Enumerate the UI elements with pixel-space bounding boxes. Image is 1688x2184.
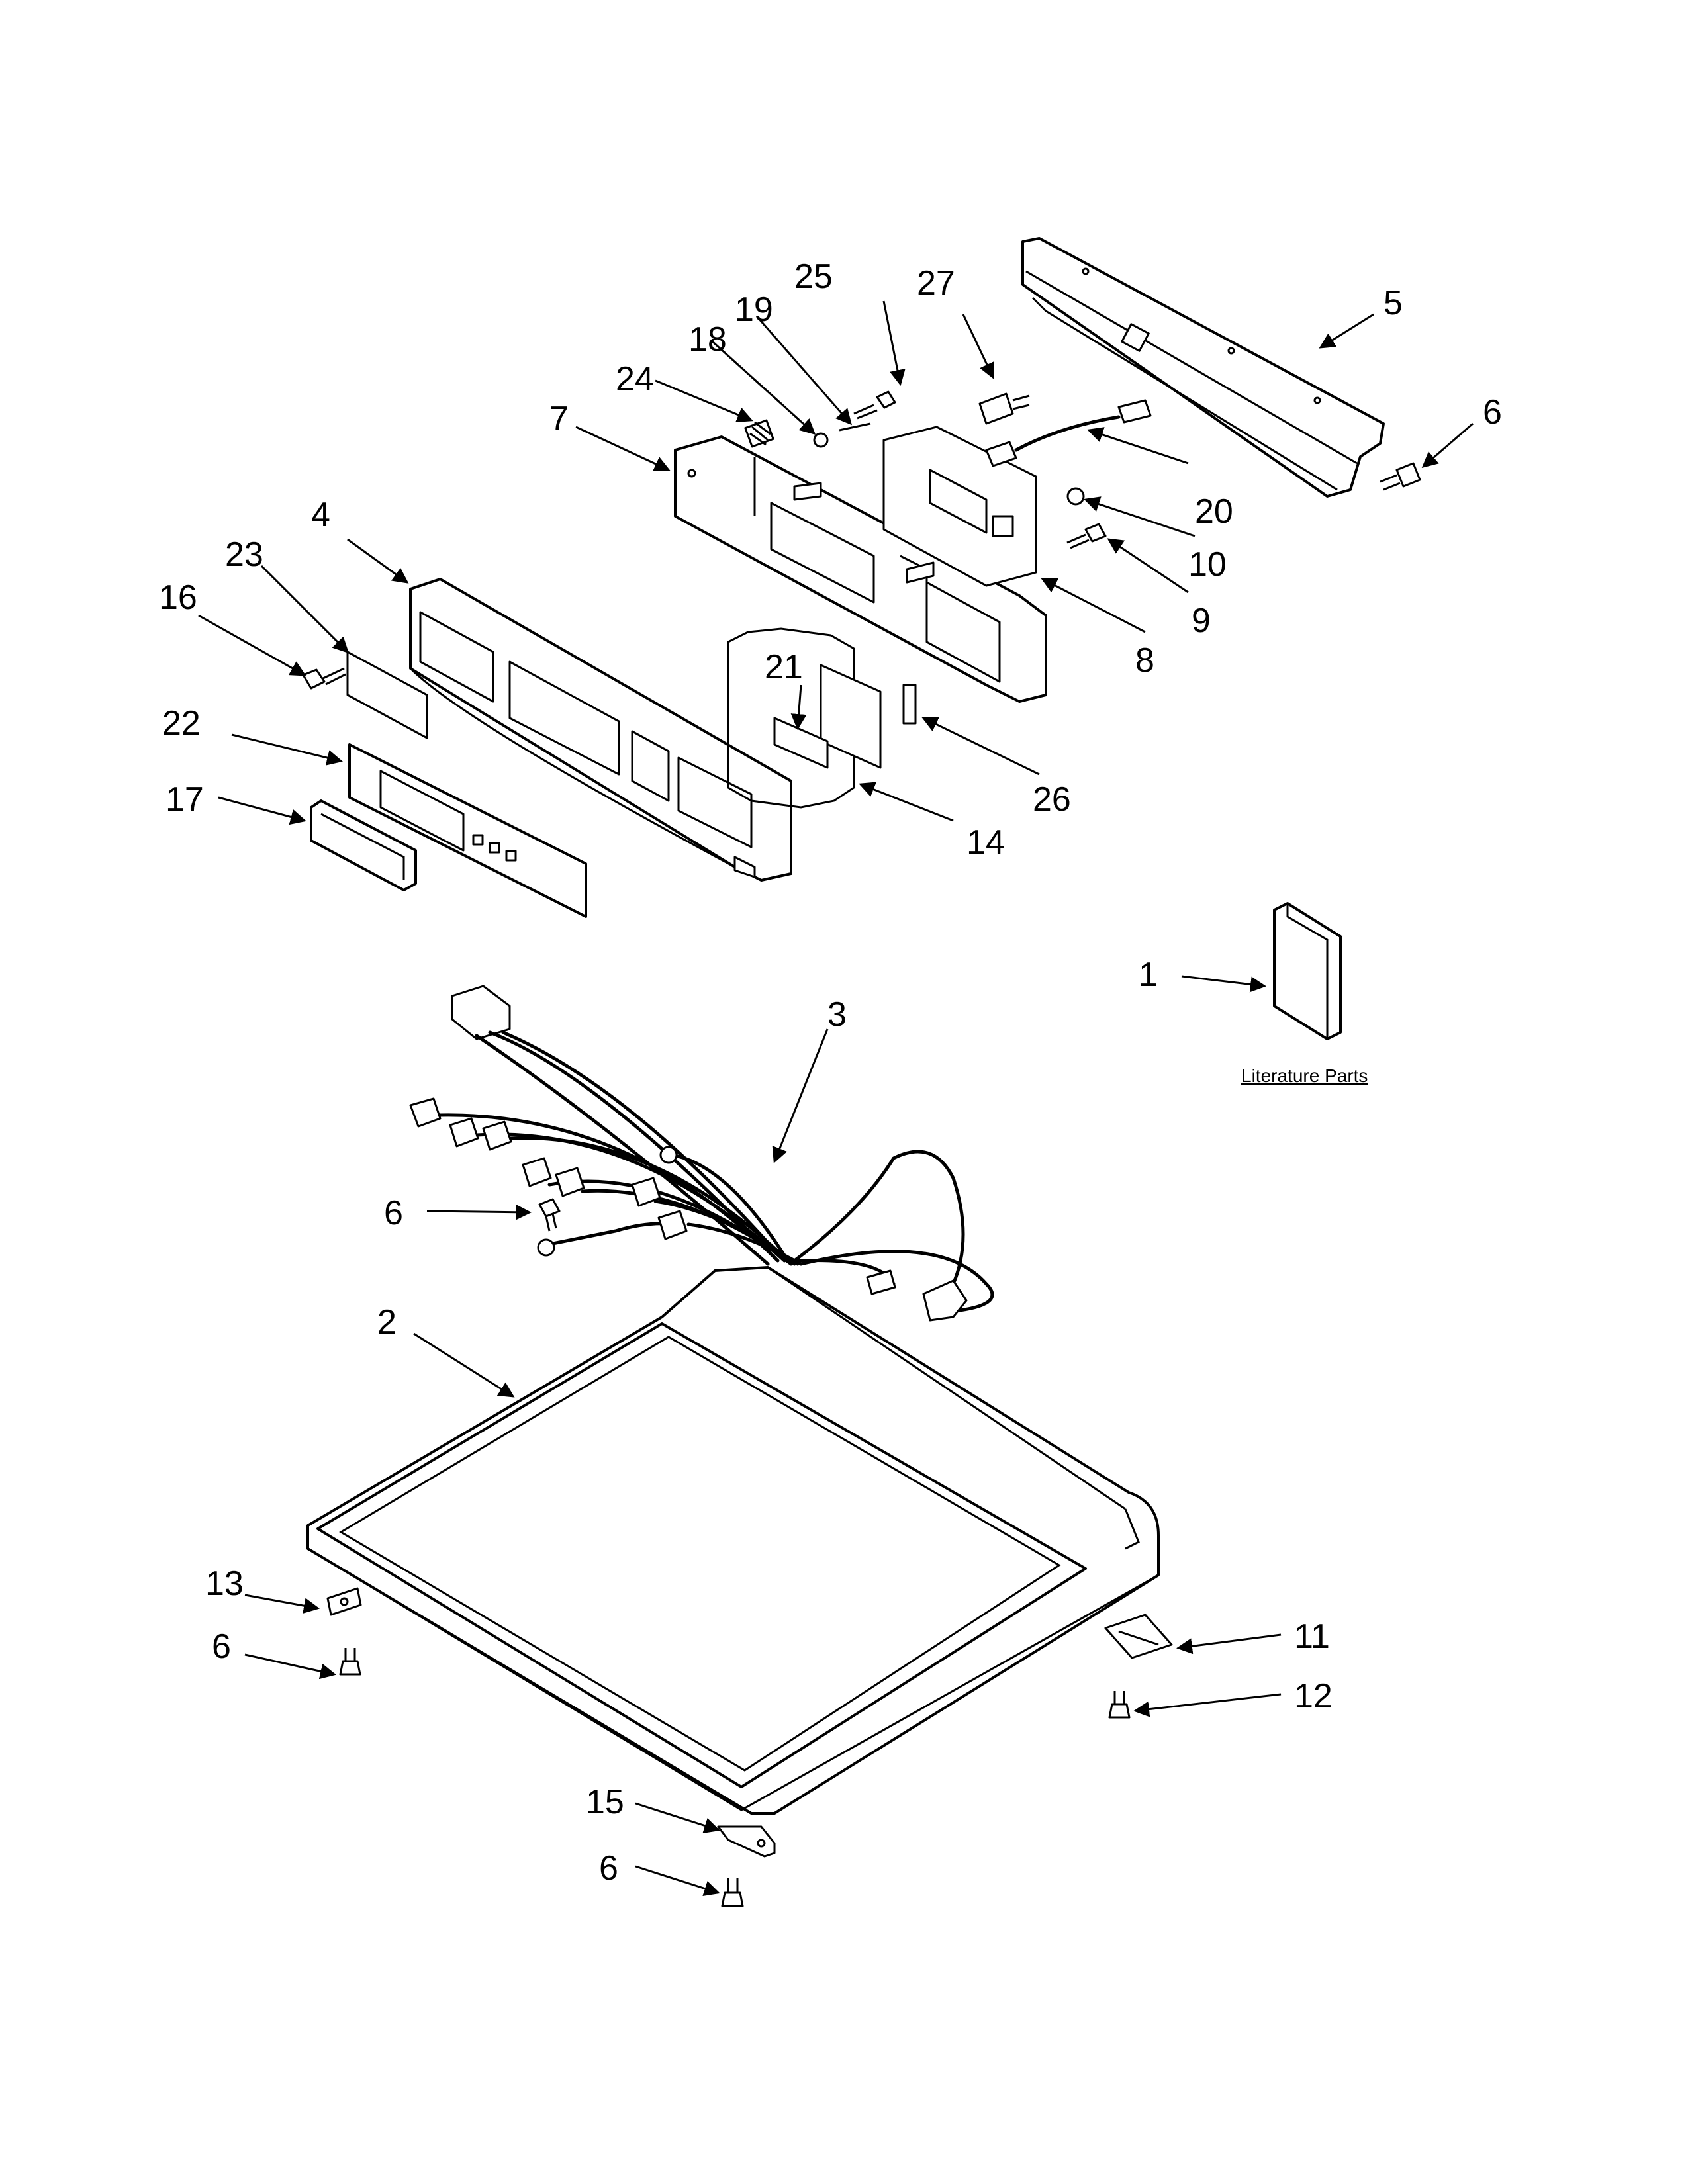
callout-14: 14: [966, 823, 1005, 862]
callout-6-rear: 6: [1483, 393, 1502, 432]
part-11-bracket: [1104, 1614, 1173, 1659]
callout-15: 15: [586, 1783, 624, 1821]
callout-leaders: [198, 300, 1474, 1897]
callout-10: 10: [1188, 545, 1227, 584]
part-27-connector: [978, 392, 1030, 425]
callout-3: 3: [827, 995, 847, 1034]
callout-22: 22: [162, 704, 201, 743]
callout-6-harness: 6: [384, 1194, 403, 1232]
callout-27: 27: [917, 264, 955, 302]
part-1-literature: Literature Parts: [1241, 902, 1368, 1086]
part-6-screw-rear: [1380, 462, 1421, 491]
part-2-top-panel: [306, 1266, 1160, 1815]
part-4-console-panel: [409, 578, 792, 882]
callout-6-left: 6: [212, 1627, 231, 1666]
callout-25: 25: [794, 257, 833, 296]
part-3-main-harness: [409, 985, 994, 1322]
part-13-hinge-bracket: [326, 1587, 362, 1616]
part-5-rear-bracket: [1021, 237, 1385, 498]
callout-7: 7: [549, 400, 569, 438]
part-15-bracket: [717, 1825, 776, 1858]
callout-20: 20: [1195, 492, 1233, 531]
part-9-screw: [1066, 523, 1107, 549]
part-7-control-housing: [674, 435, 1047, 703]
part-23-overlay-plate: [346, 651, 428, 739]
part-8-control-board: [882, 426, 1037, 587]
callout-13: 13: [205, 1565, 244, 1603]
part-25-screw: [853, 390, 896, 420]
part-16-screw: [302, 667, 346, 690]
callout-19: 19: [735, 291, 773, 329]
part-22-console-overlay: [348, 743, 587, 918]
callout-16: 16: [159, 578, 197, 617]
callout-18: 18: [688, 320, 727, 359]
callout-6-bottom: 6: [599, 1849, 618, 1888]
callout-8: 8: [1135, 641, 1154, 680]
callout-12: 12: [1294, 1677, 1333, 1715]
part-20-harness: [985, 399, 1152, 467]
callout-numbers: 1 2 3 4 5 6 6 6 6 7 8 9 10 11 12 13 14 1…: [159, 257, 1502, 1888]
part-17-display-lens: [310, 799, 417, 891]
callout-24: 24: [616, 360, 654, 398]
callout-9: 9: [1192, 602, 1211, 640]
callout-4: 4: [311, 496, 330, 534]
callout-26: 26: [1033, 780, 1071, 819]
callout-23: 23: [225, 535, 263, 574]
part-18-washer: [813, 432, 829, 448]
part-6-screw-left: [339, 1648, 361, 1676]
callout-1: 1: [1139, 956, 1158, 994]
part-6-screw-bottom: [721, 1878, 744, 1907]
callout-21: 21: [765, 648, 803, 686]
part-19-pin: [839, 422, 871, 432]
callout-2: 2: [377, 1303, 397, 1342]
part-14-board-assembly: [727, 627, 917, 809]
callout-17: 17: [165, 780, 204, 819]
part-10-grommet: [1066, 487, 1085, 506]
literature-label: Literature Parts: [1241, 1066, 1368, 1086]
callout-11: 11: [1294, 1617, 1330, 1656]
part-24-spring: [744, 419, 774, 448]
part-6-screw-ground: [538, 1198, 561, 1232]
callout-5: 5: [1383, 284, 1403, 322]
part-12-screw: [1108, 1691, 1131, 1719]
